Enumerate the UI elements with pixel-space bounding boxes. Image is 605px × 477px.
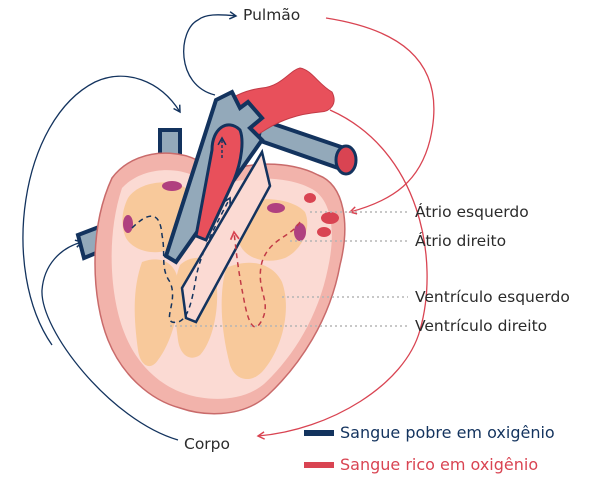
legend-poor: Sangue pobre em oxigênio xyxy=(304,425,555,441)
circulation-arrows xyxy=(22,11,435,441)
label-left-atrium: Átrio esquerdo xyxy=(415,203,529,221)
legend-rich: Sangue rico em oxigênio xyxy=(304,457,538,473)
blood-flow-paths xyxy=(131,196,301,328)
pulmonary-vessels xyxy=(255,117,358,237)
legend-poor-swatch xyxy=(304,430,334,436)
right-ventricle-chamber xyxy=(134,259,179,367)
arrow-body-to-heart-low xyxy=(41,239,179,441)
label-right-atrium: Átrio direito xyxy=(415,232,507,250)
valves xyxy=(123,181,306,241)
label-body: Corpo xyxy=(184,435,231,453)
leader-lines xyxy=(170,211,408,327)
arrow-heart-to-body xyxy=(256,109,428,440)
arrow-body-to-heart-top xyxy=(22,75,181,346)
label-left-ventricle: Ventrículo esquerdo xyxy=(415,288,570,306)
label-lung: Pulmão xyxy=(243,6,301,24)
rich-flow-path xyxy=(229,221,301,328)
left-ventricle-chamber xyxy=(221,262,286,380)
label-right-ventricle: Ventrículo direito xyxy=(415,317,548,335)
aortic-tube xyxy=(194,123,244,242)
arrow-lung-to-heart xyxy=(325,17,435,215)
legend-rich-label: Sangue rico em oxigênio xyxy=(340,455,539,474)
septum-channel xyxy=(180,148,272,324)
arrow-heart-to-lung xyxy=(183,11,238,96)
legend-poor-label: Sangue pobre em oxigênio xyxy=(340,423,555,442)
poor-flow-path xyxy=(131,196,232,324)
legend-rich-swatch xyxy=(304,462,334,468)
